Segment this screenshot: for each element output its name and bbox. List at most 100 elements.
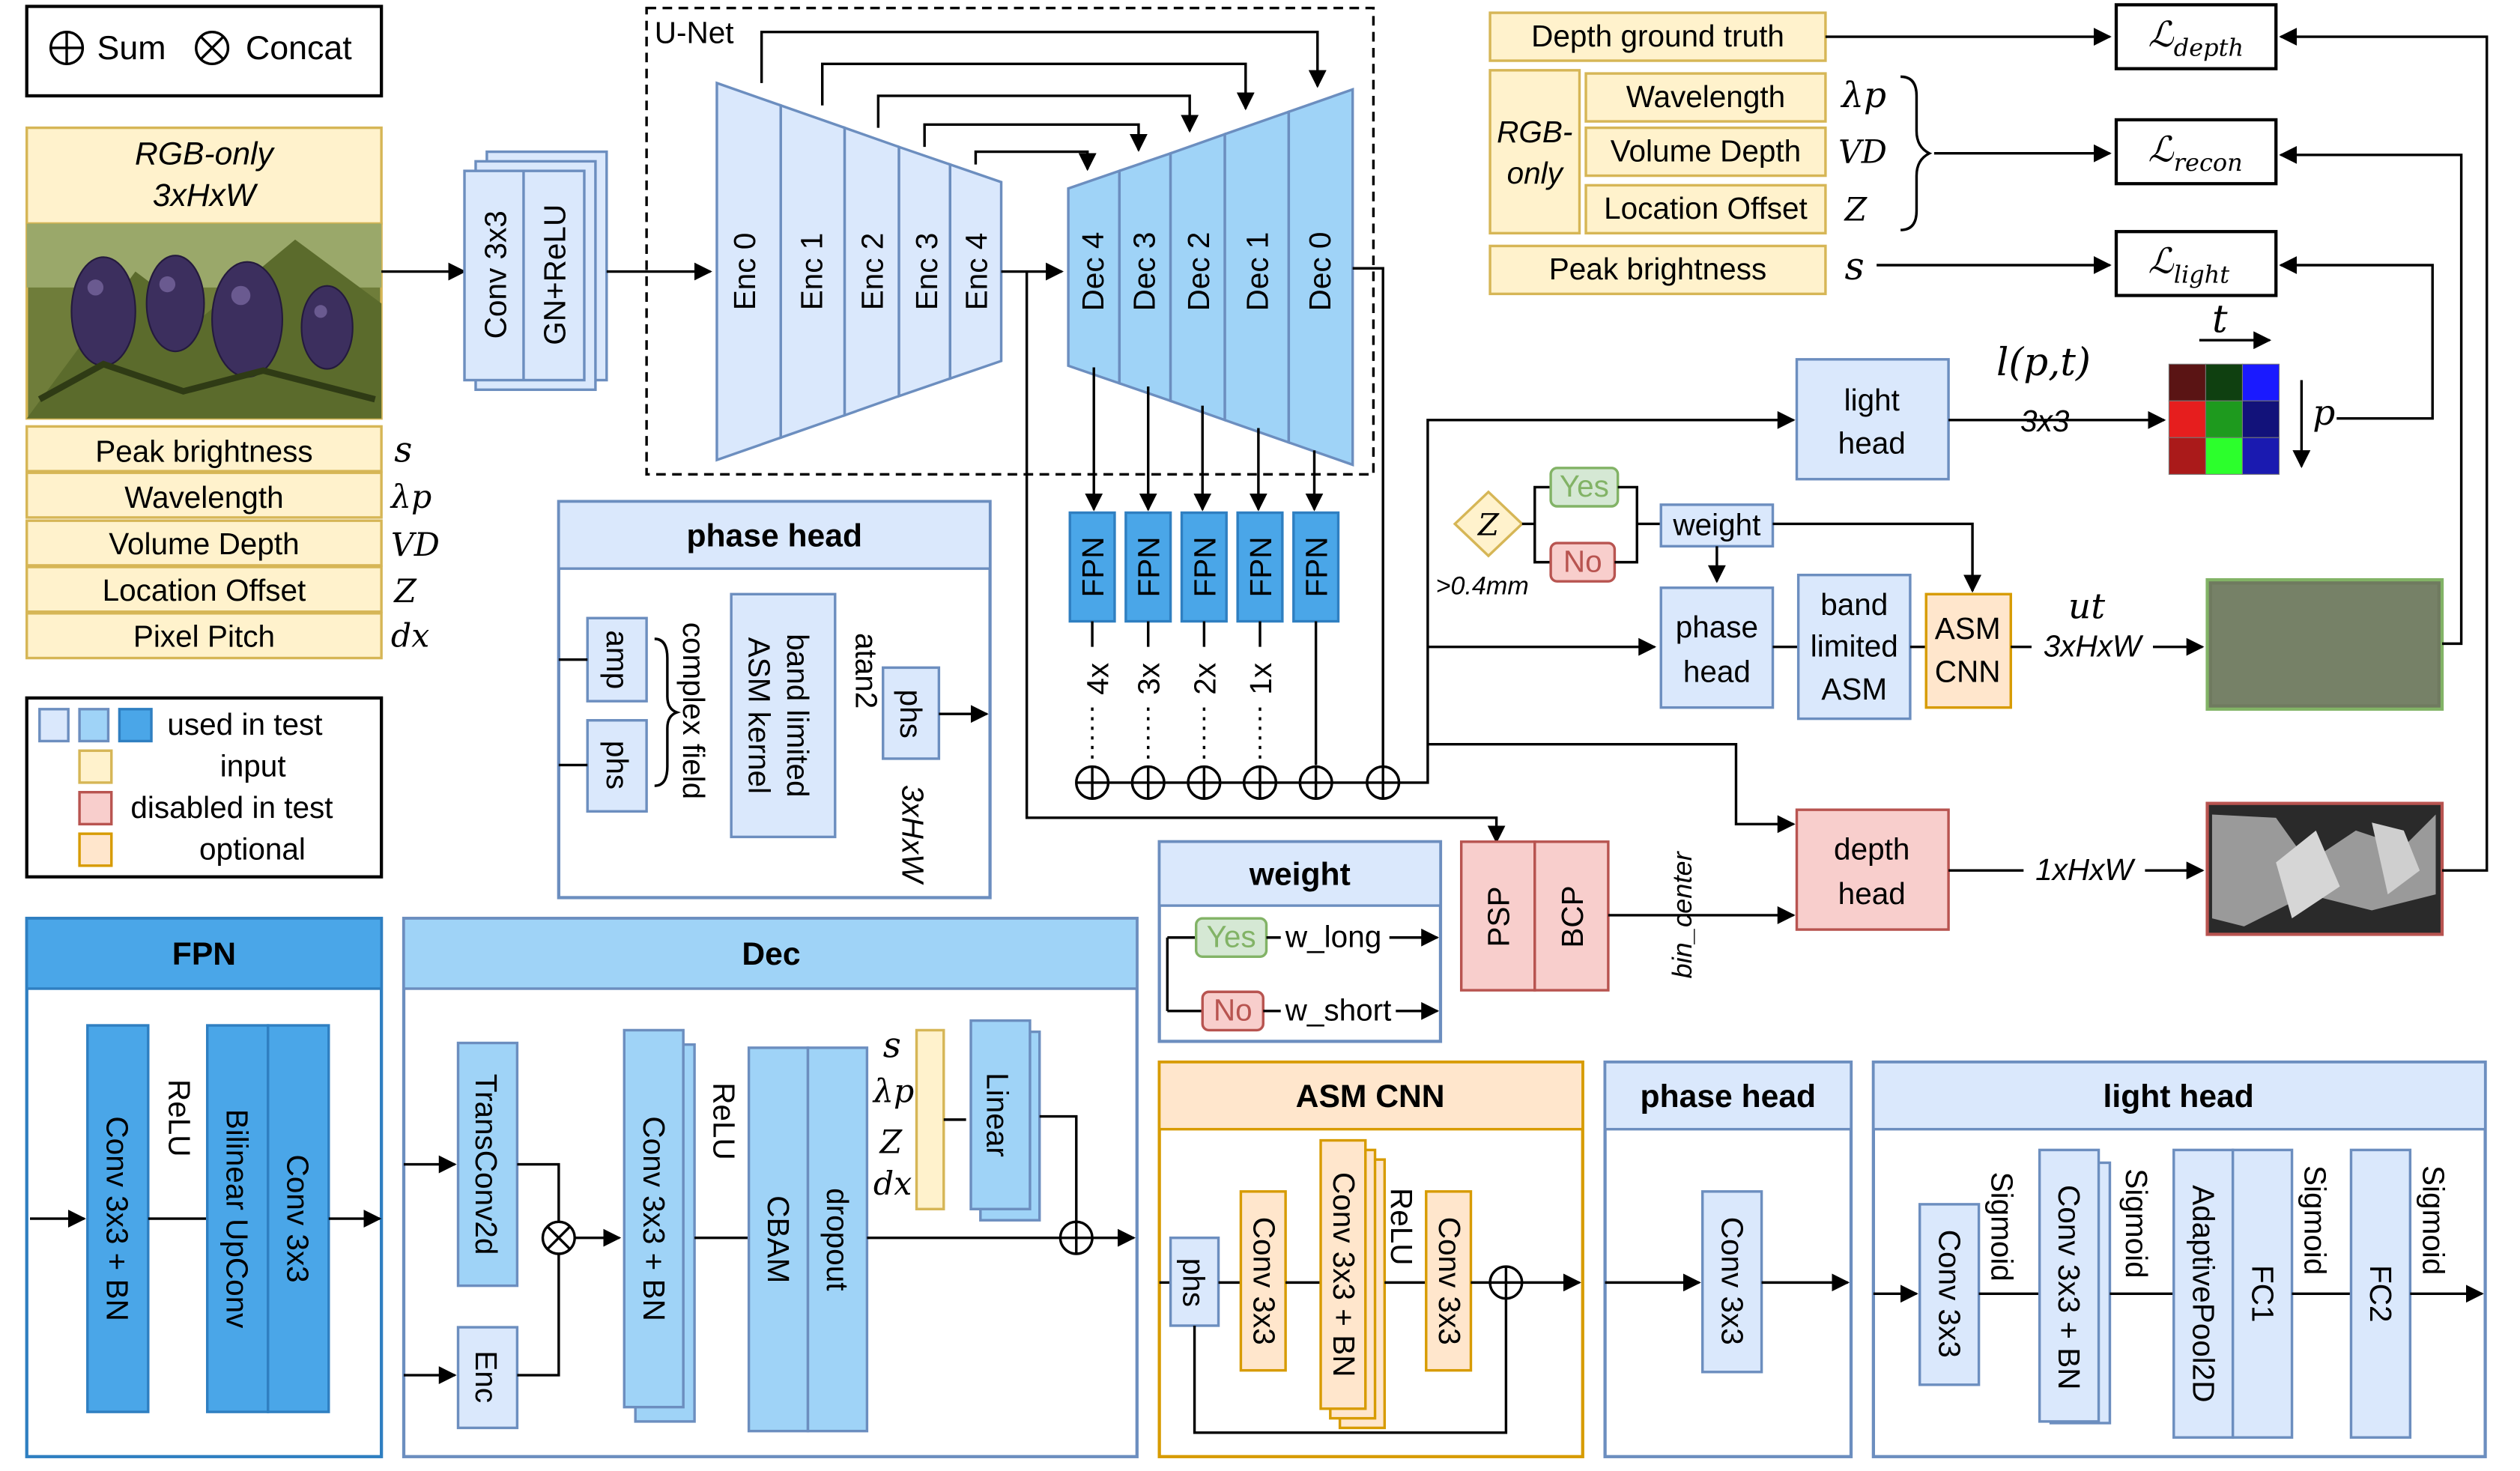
- psp-label: PSP: [1482, 887, 1516, 947]
- target-location-offset: Location Offset: [1604, 191, 1808, 225]
- weight-detail-long: w_long: [1285, 920, 1381, 954]
- fpn-detail-title: FPN: [172, 936, 236, 972]
- swatch-red: [78, 790, 113, 826]
- asm-cnn-relu: ReLU: [1384, 1188, 1419, 1266]
- swatch-yellow: [78, 749, 113, 784]
- light-head-detail-title: light head: [2103, 1079, 2254, 1114]
- dec-detail-trans: TransConv2d: [469, 1074, 503, 1255]
- phase-detail-shape: 3xHxW: [895, 785, 930, 885]
- depth-out-shape: 1xHxW: [2035, 852, 2136, 887]
- input-field-2: Volume Depth: [109, 527, 299, 561]
- dec-detail-cbam: CBAM: [761, 1195, 796, 1283]
- dec-detail-relu: ReLU: [707, 1082, 742, 1160]
- asm-cnn-conv-bn: Conv 3x3 + BN: [1327, 1172, 1361, 1377]
- swatch-deep-blue: [118, 708, 153, 743]
- svg-text:ℒ: ℒ: [2148, 129, 2175, 170]
- hologram-image: [2205, 577, 2444, 711]
- loss-depth-box: [2114, 3, 2278, 70]
- dec-detail-dx: dx: [873, 1165, 912, 1203]
- hologram-to-recon-loss: [2279, 145, 2463, 646]
- z-yes: Yes: [1560, 469, 1609, 503]
- weight-detail-yes: Yes: [1207, 920, 1256, 954]
- fpn-feeds: [1085, 367, 1324, 512]
- matrix-t: t: [2212, 298, 2228, 342]
- input-sym-3: Z: [393, 573, 417, 610]
- light-head-out: 3x3: [2020, 404, 2070, 438]
- dec-detail-conv-bn: Conv 3x3 + BN: [637, 1116, 671, 1321]
- phase-detail-phs-out: phs: [894, 690, 928, 738]
- op-legend-box: [25, 4, 384, 98]
- enc-4: Enc 4: [959, 233, 993, 311]
- loss-recon-sub: recon: [2174, 148, 2243, 177]
- target-rgb-only-2: only: [1507, 156, 1565, 190]
- enc-1: Enc 1: [795, 233, 829, 311]
- light-detail-fc2: FC2: [2363, 1265, 2398, 1323]
- target-sym-z: Z: [1843, 191, 1868, 228]
- svg-text:ℒ: ℒ: [2148, 14, 2175, 55]
- input-title-2: 3xHxW: [153, 178, 258, 213]
- phase-head-small-conv: Conv 3x3: [1715, 1217, 1749, 1345]
- fpn-detail-conv-bn: Conv 3x3 + BN: [100, 1116, 134, 1321]
- dec-detail-enc: Enc: [469, 1350, 503, 1403]
- light-matrix: [2168, 363, 2280, 475]
- swatch-orange: [78, 832, 113, 867]
- depth-map-to-depth-loss: [2279, 28, 2489, 872]
- z-label: Z: [1476, 506, 1500, 542]
- input-title-1: RGB-only: [135, 136, 275, 172]
- target-rgb-only-1: RGB-: [1497, 115, 1572, 149]
- color-legend-box: [25, 696, 384, 879]
- light-detail-sig1: Sigmoid: [1985, 1172, 2020, 1282]
- band-3: ASM: [1821, 672, 1887, 706]
- input-field-3: Location Offset: [103, 573, 306, 607]
- fpn-to-sums: [1091, 621, 1318, 765]
- phase-head-detail-title: phase head: [686, 518, 862, 553]
- input-sym-1: λp: [390, 479, 431, 516]
- depth-head-2: head: [1838, 876, 1906, 911]
- target-volume-depth: Volume Depth: [1611, 133, 1801, 168]
- enc-2: Enc 2: [855, 233, 890, 311]
- phase-detail-kernel-2: ASM kernel: [742, 637, 777, 794]
- light-head-node-1: light: [1844, 383, 1900, 417]
- phase-detail-kernel-1: band limited: [781, 634, 815, 797]
- ut-shape: 3xHxW: [2044, 628, 2144, 663]
- z-no: No: [1563, 544, 1602, 578]
- fpn-3: FPN: [1244, 537, 1278, 598]
- enc4-to-psp: [1025, 271, 1506, 844]
- sum-to-light-head: [1399, 410, 1796, 784]
- phase-head-node-1: phase: [1676, 610, 1758, 644]
- loss-depth-sub: depth: [2174, 34, 2244, 62]
- ut-label: ut: [2068, 586, 2105, 627]
- light-head-node: [1795, 358, 1950, 481]
- z-threshold: >0.4mm: [1436, 571, 1529, 600]
- loss-light-sub: light: [2174, 260, 2230, 288]
- band-1: band: [1820, 587, 1888, 622]
- bin-center: bin_center: [1667, 850, 1697, 978]
- legend-disabled: disabled in test: [130, 790, 333, 825]
- phase-head-node: [1659, 586, 1775, 709]
- target-sym-s: s: [1844, 245, 1864, 289]
- asm-cnn-conv1: Conv 3x3: [1247, 1217, 1281, 1345]
- fpn-2: FPN: [1187, 537, 1222, 598]
- dec-detail-lam: λp: [872, 1073, 914, 1110]
- light-detail-sig4: Sigmoid: [2416, 1165, 2450, 1275]
- fpn-detail-relu: ReLU: [163, 1079, 197, 1157]
- sum-label: Sum: [97, 29, 166, 67]
- dec-3: Dec 3: [1127, 232, 1161, 312]
- light-detail-conv: Conv 3x3: [1932, 1230, 1966, 1358]
- conv-block-conv: Conv 3x3: [478, 210, 512, 339]
- svg-text:ℒ: ℒ: [2148, 241, 2175, 282]
- light-detail-sig2: Sigmoid: [2119, 1168, 2154, 1278]
- asm-2: CNN: [1935, 655, 2001, 689]
- fpn-scale-4x: 4x: [1080, 663, 1115, 695]
- fpn-1: FPN: [1132, 537, 1166, 598]
- dec-1: Dec 1: [1241, 232, 1275, 312]
- weight-node-label: weight: [1672, 507, 1760, 542]
- loss-recon-box: [2114, 118, 2278, 186]
- dec0-to-final-sum: [1352, 267, 1384, 767]
- input-title-box: [25, 126, 383, 225]
- bcp-block: [1533, 840, 1610, 992]
- dec-detail-title: Dec: [742, 936, 800, 972]
- decoder: [1067, 88, 1354, 467]
- loss-light-box: [2114, 230, 2278, 297]
